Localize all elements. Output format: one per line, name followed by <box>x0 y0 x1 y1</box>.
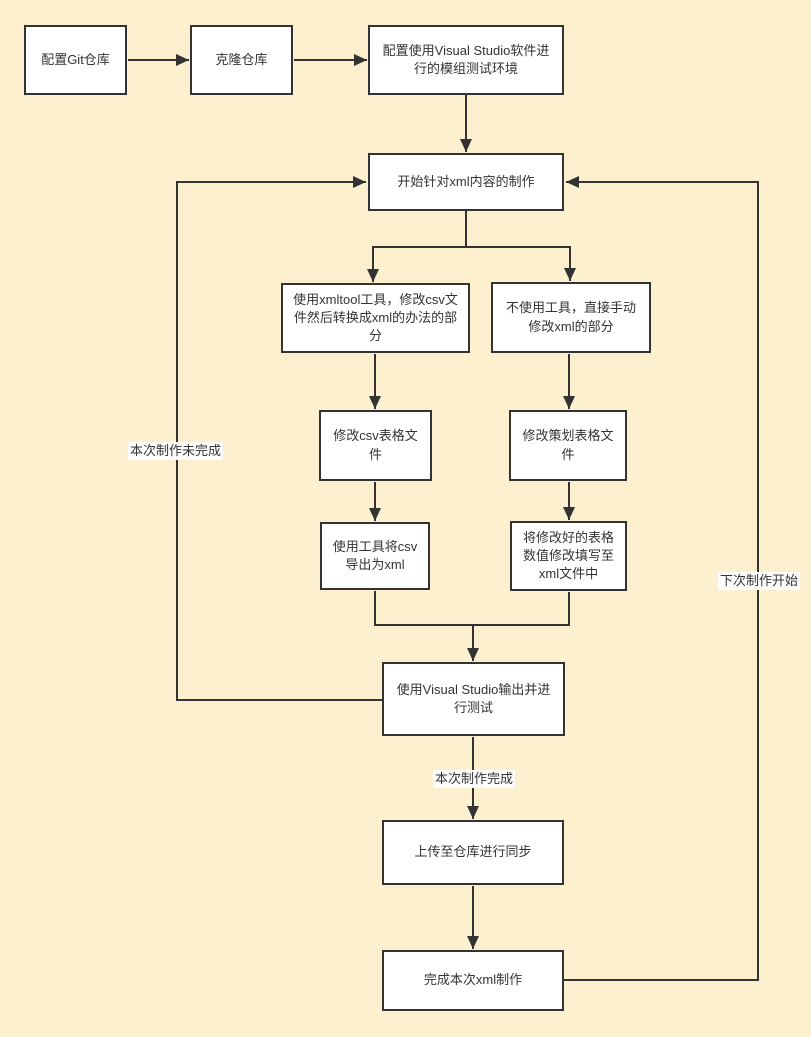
edge-label-production-complete: 本次制作完成 <box>433 770 516 788</box>
node-label: 将修改好的表格数值修改填写至xml文件中 <box>522 529 614 582</box>
node-finish-xml-production: 完成本次xml制作 <box>382 950 564 1011</box>
node-label: 使用xmltool工具，修改csv文件然后转换成xml的办法的部分 <box>293 291 458 344</box>
edge-start-to-xmltool-branch <box>367 211 467 282</box>
node-no-tool-branch: 不使用工具，直接手动修改xml的部分 <box>491 282 651 353</box>
node-label: 配置Git仓库 <box>41 51 110 67</box>
node-label: 上传至仓库进行同步 <box>414 844 532 860</box>
node-label: 使用工具将csv导出为xml <box>332 538 418 572</box>
node-label: 不使用工具，直接手动修改xml的部分 <box>505 300 636 334</box>
edge-label-production-incomplete: 本次制作未完成 <box>128 442 224 460</box>
edge-start-to-manual-branch <box>466 246 576 281</box>
node-use-xmltool-branch: 使用xmltool工具，修改csv文件然后转换成xml的办法的部分 <box>281 283 470 353</box>
node-label: 使用Visual Studio输出并进行测试 <box>396 681 551 715</box>
node-configure-vs-test-env: 配置使用Visual Studio软件进行的模组测试环境 <box>368 25 564 95</box>
node-label: 修改csv表格文件 <box>333 428 418 462</box>
node-label: 完成本次xml制作 <box>423 972 523 988</box>
node-start-xml-production: 开始针对xml内容的制作 <box>368 153 564 211</box>
node-configure-git-repo: 配置Git仓库 <box>24 25 127 95</box>
node-label: 开始针对xml内容的制作 <box>397 173 535 189</box>
node-edit-design-table: 修改策划表格文件 <box>509 410 627 481</box>
node-label: 克隆仓库 <box>215 51 268 67</box>
node-upload-sync-repo: 上传至仓库进行同步 <box>382 820 564 885</box>
node-export-csv-to-xml: 使用工具将csv导出为xml <box>320 522 430 590</box>
node-fill-values-into-xml: 将修改好的表格数值修改填写至xml文件中 <box>510 521 627 591</box>
node-label: 修改策划表格文件 <box>522 428 614 462</box>
node-label: 配置使用Visual Studio软件进行的模组测试环境 <box>382 42 550 76</box>
edge-vstest-to-start-loop <box>176 176 383 701</box>
node-edit-csv-table: 修改csv表格文件 <box>319 410 432 481</box>
node-vs-output-and-test: 使用Visual Studio输出并进行测试 <box>382 662 565 736</box>
edge-label-next-production-start: 下次制作开始 <box>718 572 801 590</box>
node-clone-repo: 克隆仓库 <box>190 25 293 95</box>
edge-merge-connector <box>374 591 570 626</box>
